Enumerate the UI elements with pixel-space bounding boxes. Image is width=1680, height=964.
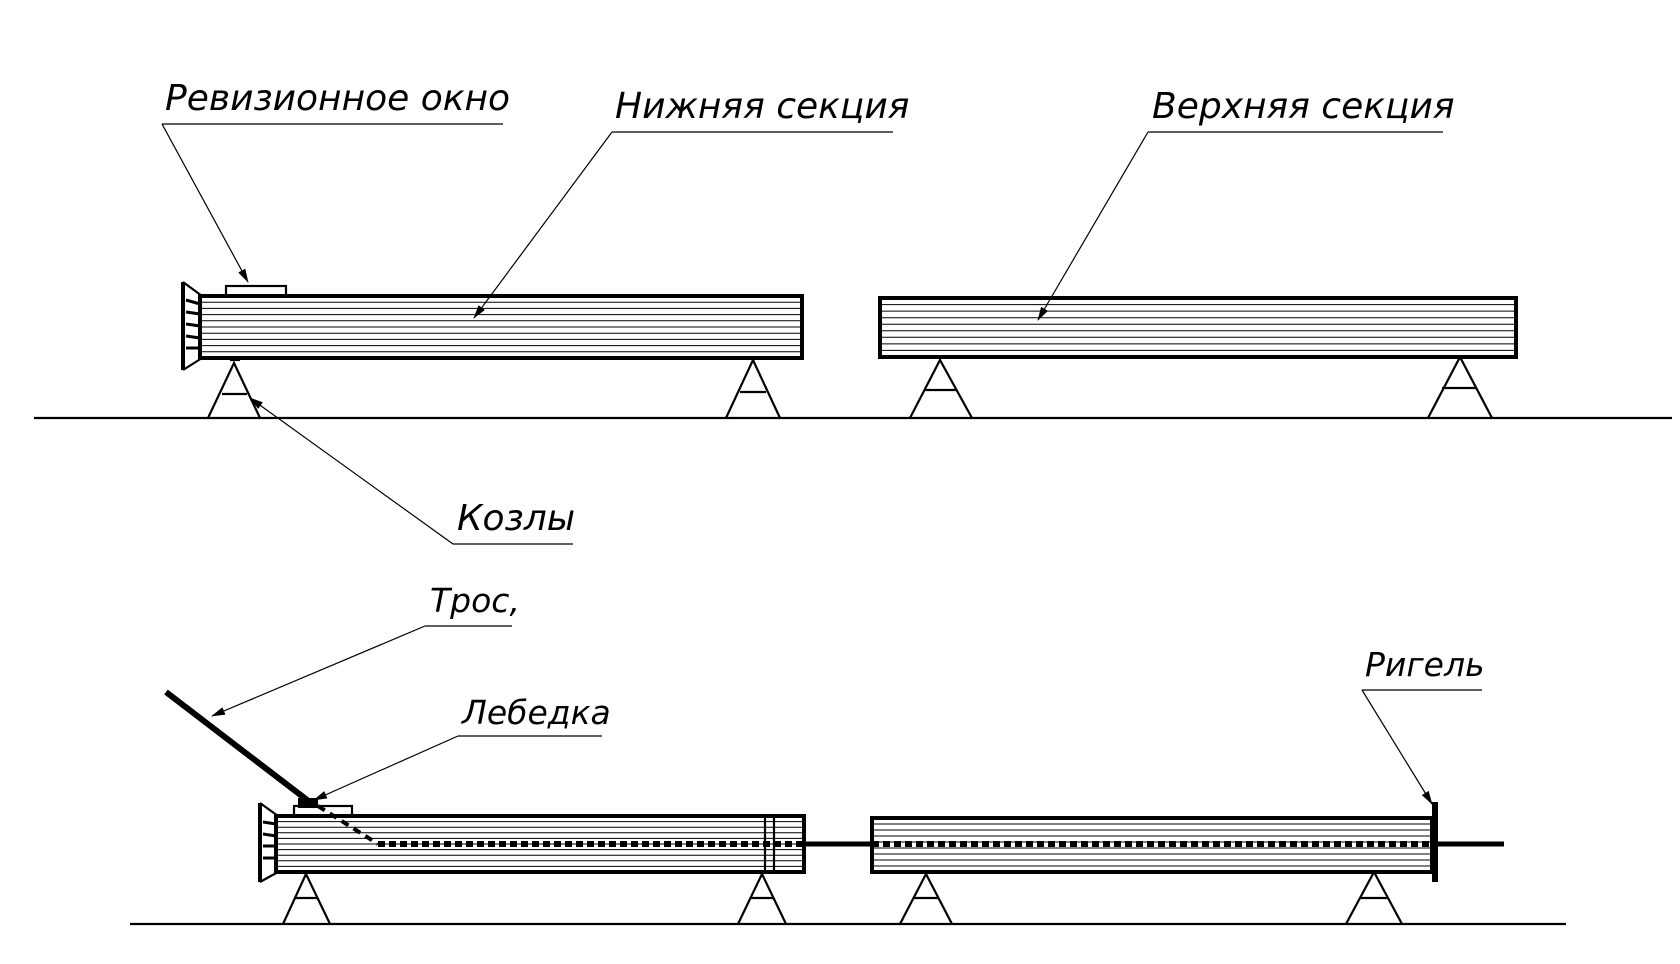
revision-window bbox=[224, 284, 288, 298]
revision-window-callout: Ревизионное окно bbox=[161, 78, 510, 283]
top-assembly: Ревизионное окно Нижняя секция Верхняя с… bbox=[34, 78, 1672, 545]
bottom-trestle-1 bbox=[282, 871, 331, 925]
upper-section-label: Верхняя секция bbox=[1152, 86, 1455, 127]
top-trestle-1 bbox=[207, 358, 261, 419]
top-trestle-4 bbox=[1427, 354, 1493, 419]
bottom-trestle-2 bbox=[737, 871, 787, 925]
trestles-callout: Козлы bbox=[249, 397, 575, 545]
top-upper-section-pipe bbox=[878, 296, 1518, 359]
cable bbox=[164, 689, 1504, 847]
crossbar bbox=[1432, 802, 1438, 882]
cable-callout: Трос, bbox=[211, 581, 520, 717]
top-trestle-3 bbox=[909, 357, 973, 419]
crossbar-label: Ригель bbox=[1365, 645, 1485, 684]
winch-callout: Лебедка bbox=[313, 693, 611, 801]
trestles-label: Козлы bbox=[457, 498, 575, 539]
cable-label: Трос, bbox=[430, 581, 520, 620]
crossbar-callout: Ригель bbox=[1361, 645, 1485, 805]
bottom-lower-section-pipe bbox=[274, 814, 806, 874]
top-lower-section-pipe bbox=[198, 294, 804, 360]
lower-section-callout: Нижняя секция bbox=[473, 86, 909, 319]
top-trestle-2 bbox=[725, 357, 781, 419]
bottom-trestle-3 bbox=[899, 871, 953, 925]
bottom-trestle-4 bbox=[1345, 869, 1403, 925]
bottom-end-flange bbox=[258, 802, 279, 883]
bottom-assembly: Трос, Лебедка Ригель bbox=[130, 581, 1566, 926]
revision-window-label: Ревизионное окно bbox=[165, 78, 510, 119]
lower-section-label: Нижняя секция bbox=[615, 86, 909, 127]
upper-section-callout: Верхняя секция bbox=[1037, 86, 1455, 321]
top-end-flange bbox=[181, 281, 203, 371]
winch-label: Лебедка bbox=[461, 693, 611, 732]
